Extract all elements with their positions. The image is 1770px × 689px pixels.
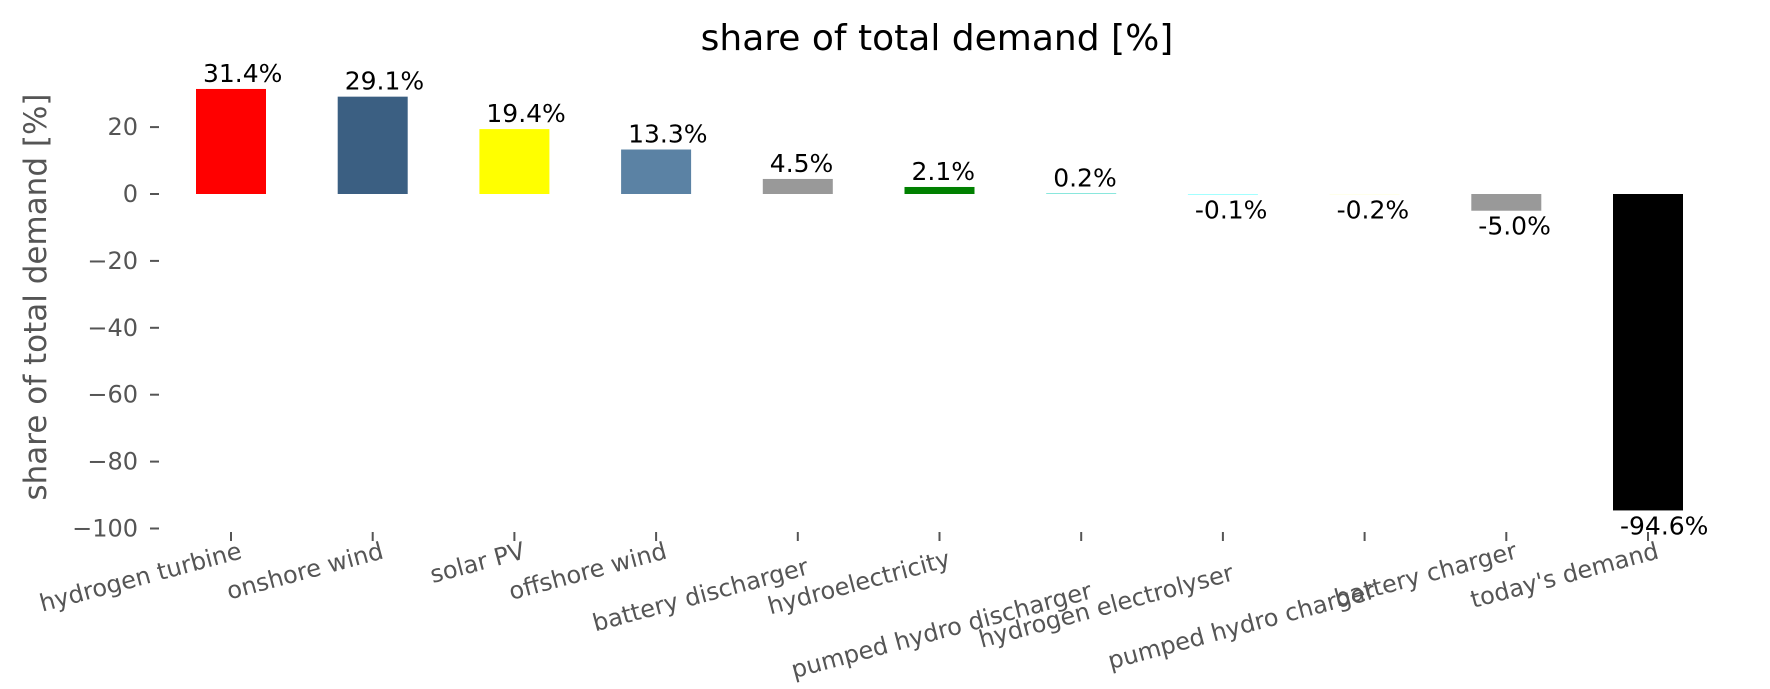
bar-2 — [479, 129, 550, 194]
y-tick-label: 0 — [123, 180, 138, 208]
bar-0 — [196, 88, 266, 194]
data-label-10: -94.6% — [1620, 511, 1708, 540]
data-label-4: 4.5% — [770, 149, 834, 178]
y-tick-label: 20 — [107, 113, 138, 141]
x-tick-label: onshore wind — [224, 537, 387, 606]
data-labels: 31.4% 29.1% 19.4% 13.3% 4.5% 2.1% 0.2% -0.1% -0.… — [203, 59, 1708, 540]
bar-7 — [1187, 194, 1258, 195]
y-axis-label: share of total demand [%] — [18, 93, 54, 500]
data-label-8: -0.2% — [1337, 196, 1410, 225]
data-label-5: 2.1% — [912, 157, 976, 186]
y-tick-label: −80 — [87, 448, 138, 476]
bar-9 — [1471, 194, 1542, 211]
data-label-0: 31.4% — [203, 59, 282, 88]
bars — [196, 88, 1683, 511]
bar-3 — [621, 149, 692, 194]
bar-10 — [1613, 194, 1683, 511]
y-tick-label: −100 — [72, 515, 138, 543]
bar-1 — [337, 96, 408, 194]
y-axis: 20 0 −20 −40 −60 −80 −100 — [72, 113, 159, 543]
data-label-7: -0.1% — [1195, 195, 1268, 224]
y-tick-label: −60 — [87, 381, 138, 409]
data-label-6: 0.2% — [1053, 163, 1117, 192]
chart-title: share of total demand [%] — [701, 18, 1174, 59]
data-label-3: 13.3% — [628, 120, 707, 149]
y-tick-label: −40 — [87, 314, 138, 342]
y-tick-label: −20 — [87, 247, 138, 275]
bar-8 — [1329, 194, 1400, 195]
data-label-9: -5.0% — [1478, 212, 1551, 241]
data-label-2: 19.4% — [486, 99, 565, 128]
data-label-1: 29.1% — [345, 67, 424, 96]
bar-6 — [1046, 193, 1117, 194]
bar-4 — [762, 178, 833, 194]
bar-5 — [904, 186, 975, 194]
x-tick-label: hydrogen turbine — [36, 537, 244, 618]
